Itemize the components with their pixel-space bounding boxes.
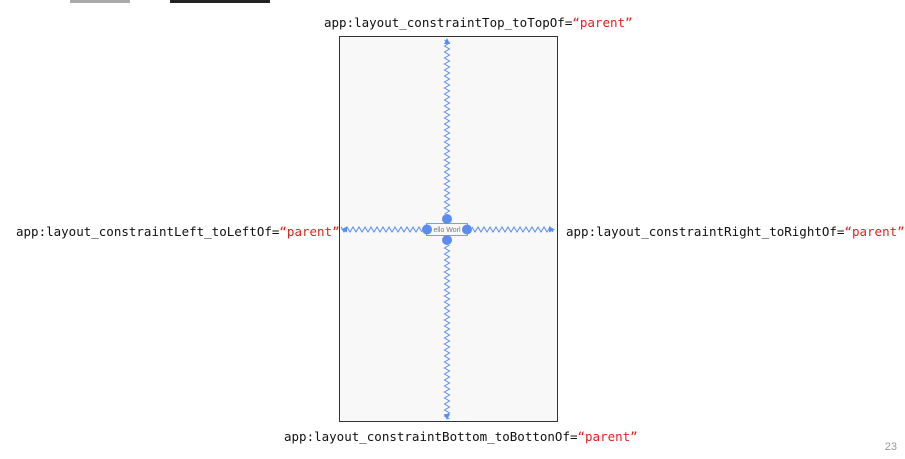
left-constraint <box>340 226 423 233</box>
page-number: 23 <box>884 441 897 453</box>
constraint-top-label: app:layout_constraintTop_toTopOf=“parent… <box>324 15 633 30</box>
bottom-constraint-arrow-icon <box>444 414 450 420</box>
top-constraint <box>443 39 451 215</box>
constraint-bottom-label: app:layout_constraintBottom_toBottonOf=“… <box>284 429 638 444</box>
top-constraint-arrow-icon <box>444 38 450 44</box>
slide-title-cut-off <box>70 0 280 4</box>
bottom-constraint <box>443 244 451 420</box>
constraint-right-label: app:layout_constraintRight_toRightOf=“pa… <box>566 224 905 239</box>
left-constraint-arrow-icon <box>341 226 347 233</box>
right-constraint-arrow-icon <box>549 226 555 233</box>
right-constraint <box>471 226 554 233</box>
constraint-left-label: app:layout_constraintLeft_toLeftOf=“pare… <box>16 224 340 239</box>
textview-widget[interactable]: ello Worl <box>426 223 468 236</box>
